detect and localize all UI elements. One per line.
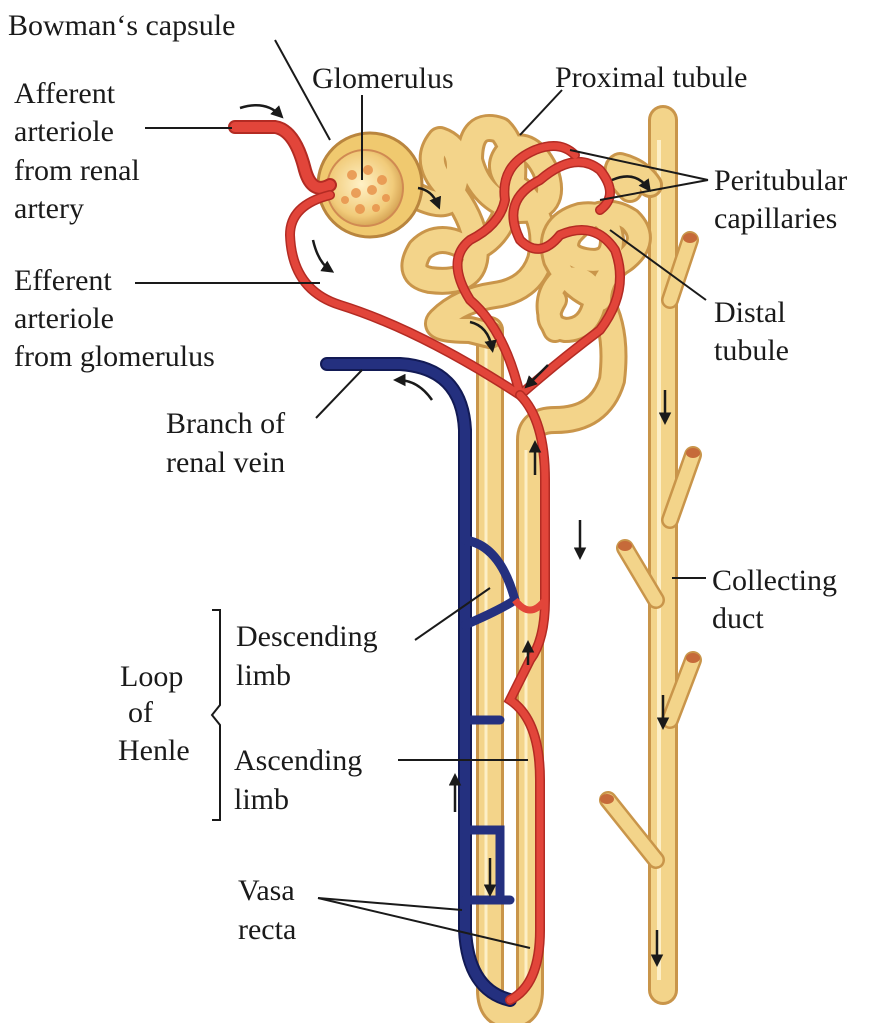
label-peritubular-1: Peritubular bbox=[714, 164, 847, 197]
loop-of-henle-tubule bbox=[486, 300, 614, 1015]
label-afferent-2: arteriole bbox=[14, 115, 114, 148]
label-peritubular-2: capillaries bbox=[714, 202, 837, 235]
label-efferent-2: arteriole bbox=[14, 302, 114, 335]
label-distal-1: Distal bbox=[714, 296, 786, 329]
label-proximal-tubule: Proximal tubule bbox=[555, 61, 747, 94]
label-efferent-1: Efferent bbox=[14, 264, 112, 297]
label-loop-3: Henle bbox=[118, 734, 190, 767]
label-loop-1: Loop bbox=[120, 660, 183, 693]
label-afferent-1: Afferent bbox=[14, 77, 116, 110]
label-ascending-1: Ascending bbox=[234, 744, 362, 777]
label-bowmans-capsule: Bowman‘s capsule bbox=[8, 9, 235, 42]
label-ascending-2: limb bbox=[234, 783, 289, 816]
label-afferent-4: artery bbox=[14, 192, 84, 225]
label-loop-2: of bbox=[128, 696, 153, 729]
label-glomerulus: Glomerulus bbox=[312, 62, 454, 95]
label-descending-2: limb bbox=[236, 659, 291, 692]
label-descending-1: Descending bbox=[236, 620, 378, 653]
label-efferent-3: from glomerulus bbox=[14, 340, 215, 373]
label-renal-vein-2: renal vein bbox=[166, 446, 285, 479]
label-afferent-3: from renal bbox=[14, 154, 140, 187]
label-vasa-recta-1: Vasa bbox=[238, 874, 295, 907]
label-collecting-1: Collecting bbox=[712, 564, 837, 597]
label-distal-2: tubule bbox=[714, 334, 789, 367]
label-collecting-2: duct bbox=[712, 602, 764, 635]
label-renal-vein-1: Branch of bbox=[166, 407, 285, 440]
label-vasa-recta-2: recta bbox=[238, 913, 296, 946]
